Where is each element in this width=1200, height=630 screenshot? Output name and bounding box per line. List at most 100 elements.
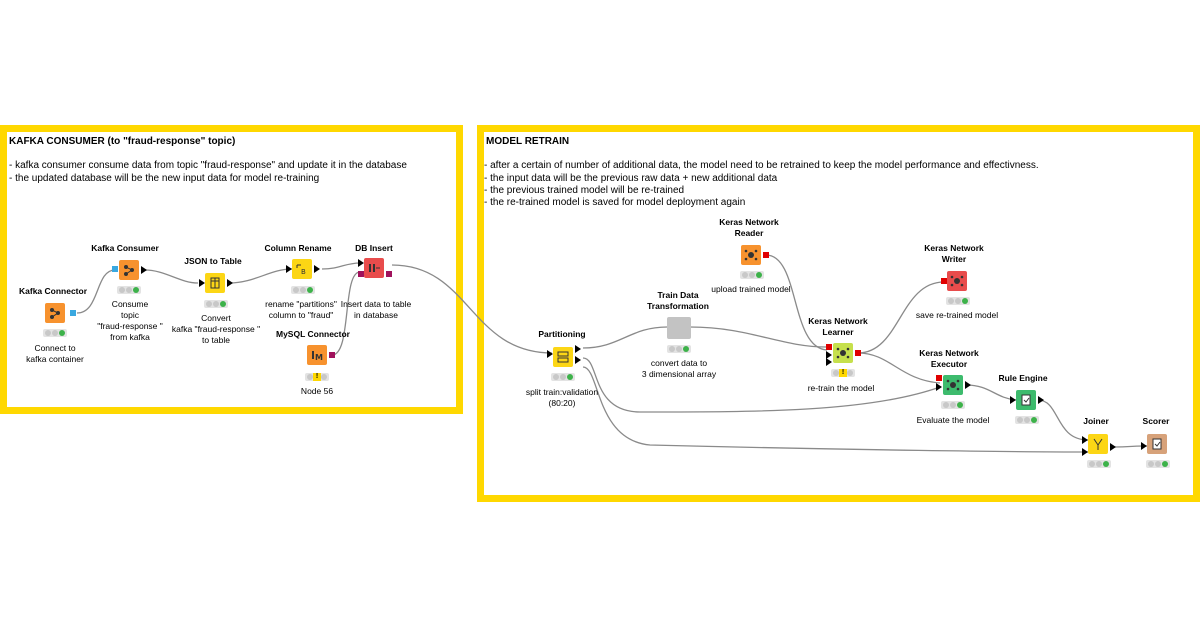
output-port[interactable] [855, 350, 861, 356]
node-title: Joiner [1083, 416, 1109, 426]
connection [331, 271, 361, 356]
output-port[interactable] [70, 310, 76, 316]
node-title: JSON to Table [184, 256, 242, 266]
input-port[interactable] [826, 351, 832, 359]
output-port[interactable] [763, 252, 769, 258]
node-label: in database [354, 310, 398, 320]
node-title: Column Rename [264, 243, 332, 253]
node-label: kafka container [26, 354, 84, 364]
input-port[interactable] [936, 383, 942, 391]
output-port[interactable] [329, 352, 335, 358]
output-port[interactable] [575, 356, 581, 364]
node-label: rename "partitions" [265, 299, 337, 309]
node-label: Consume [111, 299, 149, 309]
output-port[interactable] [575, 345, 581, 353]
annotation-text: - the re-trained model is saved for mode… [484, 197, 746, 208]
network-icon [50, 308, 60, 319]
connection [228, 268, 293, 284]
annotation-text: - the updated database will be the new i… [9, 173, 320, 184]
join-icon [1093, 438, 1103, 450]
input-port[interactable] [1141, 442, 1147, 450]
node-status [43, 329, 67, 337]
node-keras-reader[interactable] [741, 245, 761, 265]
warning-icon: ! [313, 373, 321, 381]
node-label: re-train the model [807, 383, 875, 393]
annotation-title: MODEL RETRAIN [486, 136, 570, 147]
input-port[interactable] [358, 271, 364, 277]
node-status [946, 297, 970, 305]
node-label: Node 56 [300, 386, 334, 396]
output-port[interactable] [314, 265, 320, 273]
node-label: Connect to [34, 343, 76, 353]
input-port[interactable] [941, 278, 947, 284]
input-port[interactable] [826, 344, 832, 350]
node-title: Keras Network [919, 348, 979, 358]
node-title: Kafka Connector [18, 286, 88, 296]
db-icon [369, 264, 380, 272]
node-status [204, 300, 228, 308]
input-port[interactable] [1082, 448, 1088, 456]
node-status [1015, 416, 1039, 424]
node-json-to-table[interactable] [205, 273, 225, 293]
node-mysql-connector[interactable]: M [307, 345, 327, 365]
input-port[interactable] [936, 375, 942, 381]
node-keras-writer[interactable] [947, 271, 967, 291]
node-keras-executor[interactable] [943, 375, 963, 395]
annotation-kafka-consumer[interactable] [0, 125, 463, 414]
node-scorer[interactable] [1147, 434, 1167, 454]
input-port[interactable] [286, 265, 292, 273]
output-port[interactable] [965, 381, 971, 389]
connection [76, 269, 116, 314]
node-status [291, 286, 315, 294]
annotation-text: - the previous trained model will be re-… [484, 185, 685, 196]
input-port[interactable] [547, 350, 553, 358]
input-port[interactable] [1082, 436, 1088, 444]
node-title: Scorer [1142, 416, 1170, 426]
input-port[interactable] [1010, 396, 1016, 404]
node-label: from kafka [110, 332, 150, 342]
node-label: split train:validation [525, 387, 599, 397]
node-kafka-consumer[interactable] [119, 260, 139, 280]
node-title: Keras Network [924, 243, 984, 253]
connection [765, 254, 828, 351]
input-port[interactable] [826, 358, 832, 366]
partition-icon [557, 351, 569, 363]
node-keras-learner[interactable] [833, 343, 853, 363]
node-partitioning[interactable] [553, 347, 573, 367]
node-label: topic [121, 310, 139, 320]
node-status [941, 401, 965, 409]
node-column-rename[interactable]: B [292, 259, 312, 279]
output-port[interactable] [141, 266, 147, 274]
node-status [551, 373, 575, 381]
node-status [1087, 460, 1111, 468]
input-port[interactable] [112, 266, 118, 272]
network-icon [124, 265, 134, 276]
node-rule-engine[interactable] [1016, 390, 1036, 410]
annotation-text: - kafka consumer consume data from topic… [9, 160, 407, 171]
input-port[interactable] [199, 279, 205, 287]
output-port[interactable] [1110, 443, 1116, 451]
node-title: Executor [930, 359, 968, 369]
connection [582, 357, 941, 413]
node-label: Insert data to table [340, 299, 412, 309]
svg-text:B: B [301, 268, 306, 276]
node-joiner[interactable] [1088, 434, 1108, 454]
table-icon [210, 277, 220, 289]
node-title: Rule Engine [998, 373, 1048, 383]
node-label: save re-trained model [915, 310, 999, 320]
node-kafka-connector[interactable] [45, 303, 65, 323]
output-port[interactable] [227, 279, 233, 287]
node-db-insert[interactable] [364, 258, 384, 278]
node-label: (80:20) [548, 398, 576, 408]
input-port[interactable] [358, 259, 364, 267]
connection [144, 269, 199, 284]
output-port[interactable] [1038, 396, 1044, 404]
node-status [740, 271, 764, 279]
connection [965, 384, 1017, 401]
node-title: MySQL Connector [276, 329, 350, 339]
node-title: Kafka Consumer [91, 243, 159, 253]
output-port[interactable] [386, 271, 392, 277]
node-title: Reader [734, 228, 764, 238]
node-train-data-transformation[interactable] [667, 317, 691, 339]
